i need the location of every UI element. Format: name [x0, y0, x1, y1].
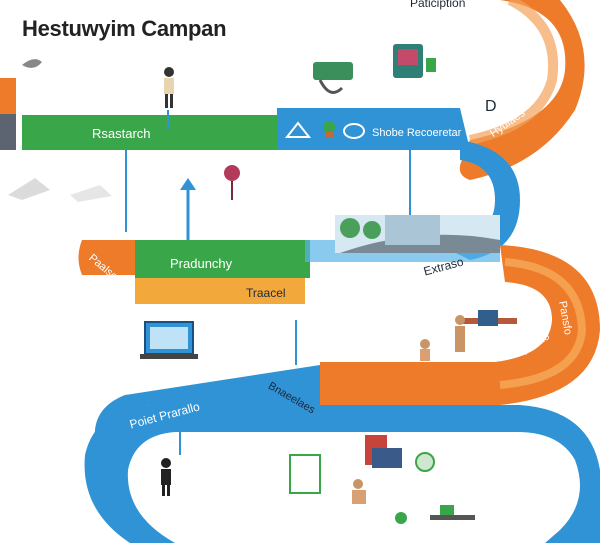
- page-title: Hestuwyim Campan: [22, 16, 227, 41]
- research-bar: [22, 115, 277, 150]
- pushpin-icon: [224, 165, 240, 200]
- globe-icon: [343, 123, 365, 139]
- label-letter-d: D: [485, 98, 497, 115]
- right-orange-arc: [320, 245, 600, 405]
- sitting-person-icon: [352, 479, 366, 504]
- triangle-icon: [284, 121, 312, 138]
- label-traacel: Traacel: [246, 286, 286, 300]
- bridge-scene-icon: [335, 215, 500, 253]
- sketch-icon: [8, 178, 50, 200]
- leaf-icon: [22, 59, 42, 68]
- productivity-bar: [135, 240, 310, 278]
- right-orange-arc-highlight: [499, 258, 587, 389]
- potted-plant-icon: [323, 121, 335, 138]
- label-research: Rsastarch: [92, 126, 151, 141]
- top-arc-inner: [468, 0, 558, 145]
- sketch-icon: [289, 454, 321, 494]
- person-icon: [164, 67, 174, 108]
- blue-curve-left: [94, 365, 320, 440]
- label-participation: Paticiption: [410, 0, 466, 10]
- label-productivity: Pradunchy: [170, 256, 233, 271]
- computer-icon: [140, 321, 198, 359]
- desk-icon: [455, 310, 517, 352]
- label-scene-caption: Shobe Recoeretar: [372, 127, 462, 139]
- sketch-icon: [70, 185, 112, 202]
- monitor-icon: [393, 44, 436, 78]
- lower-blue-band: [84, 365, 600, 543]
- research-blue-bar: [277, 108, 470, 150]
- sitting-person-icon: [420, 339, 430, 361]
- productivity-orange-cap: [78, 240, 135, 275]
- chart-icon: [365, 435, 402, 468]
- left-color-stripe: [0, 78, 16, 150]
- plant-icon: [313, 62, 353, 94]
- potted-plant-icon: [395, 512, 407, 524]
- up-arrow-icon: [180, 178, 196, 190]
- walking-person-icon: [161, 458, 171, 496]
- desk-icon: [430, 505, 475, 520]
- traacel-bar: [135, 278, 305, 304]
- right-blue-curve: [450, 140, 520, 260]
- top-arc-band: [355, 0, 585, 180]
- lamp-icon: [415, 452, 435, 472]
